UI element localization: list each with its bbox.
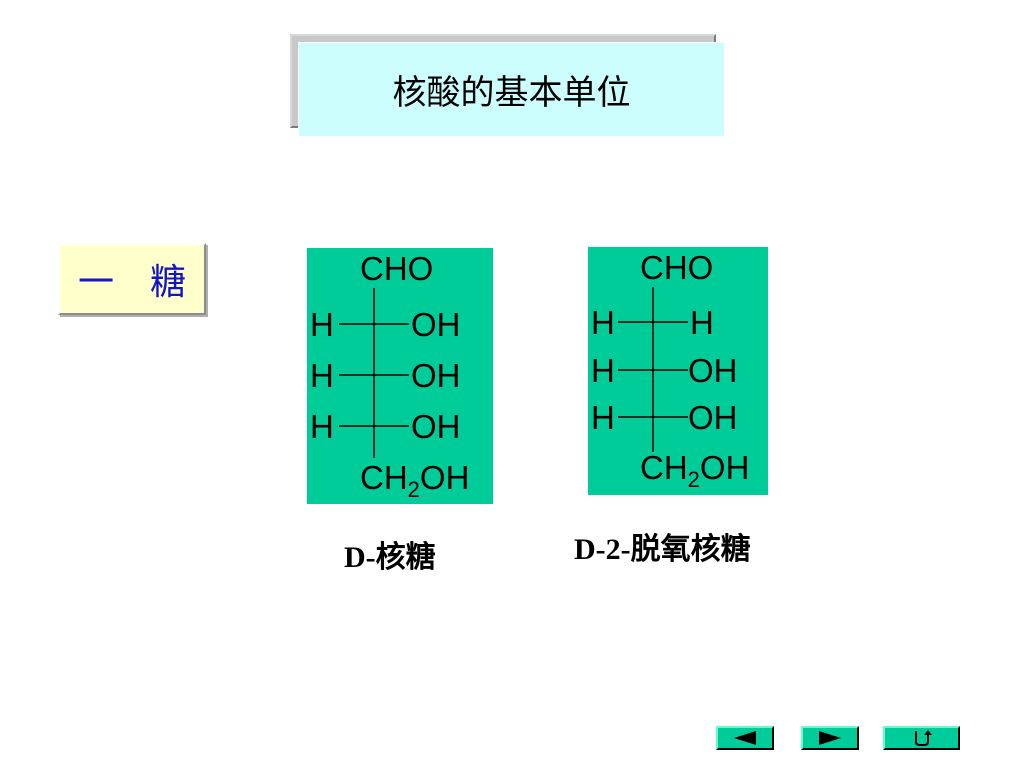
- triangle-left-icon: [734, 731, 756, 745]
- ribose-caption: D-核糖: [344, 541, 436, 574]
- triangle-right-icon: [819, 731, 841, 745]
- return-button[interactable]: [883, 726, 960, 750]
- ribose-row2-left: H: [310, 357, 334, 394]
- ribose-row2-right: OH: [411, 357, 461, 394]
- ribose-row3-left: H: [310, 408, 334, 445]
- title-box: 核酸的基本单位: [290, 34, 724, 136]
- deoxyribose-caption: D-2-脱氧核糖: [574, 533, 751, 566]
- ribose-fischer-diagram: CHO H OH H OH H OH CH2OH: [310, 250, 469, 502]
- deoxyribose-row3-right: OH: [688, 399, 738, 436]
- ribose-top-group: CHO: [360, 250, 433, 287]
- page-title: 核酸的基本单位: [298, 42, 724, 136]
- deoxyribose-row1-right: H: [690, 304, 714, 341]
- next-slide-button[interactable]: [801, 726, 859, 750]
- deoxyribose-fischer-panel: CHO H H H OH H OH CH2OH: [588, 247, 768, 495]
- section-label-sugar: 一 糖: [58, 243, 206, 315]
- ribose-row3-right: OH: [411, 408, 461, 445]
- deoxyribose-row1-left: H: [591, 304, 615, 341]
- deoxyribose-row2-left: H: [591, 352, 615, 389]
- ribose-row1-right: OH: [411, 306, 461, 343]
- deoxyribose-row2-right: OH: [688, 352, 738, 389]
- ribose-fischer-panel: CHO H OH H OH H OH CH2OH: [307, 248, 493, 504]
- deoxyribose-row3-left: H: [591, 399, 615, 436]
- ribose-bottom-group: CH2OH: [360, 459, 469, 502]
- return-arrow-icon: [914, 730, 932, 746]
- deoxyribose-top-group: CHO: [640, 249, 713, 286]
- deoxyribose-bottom-group: CH2OH: [640, 449, 749, 492]
- ribose-row1-left: H: [310, 306, 334, 343]
- previous-slide-button[interactable]: [716, 726, 774, 750]
- deoxyribose-fischer-diagram: CHO H H H OH H OH CH2OH: [591, 249, 749, 492]
